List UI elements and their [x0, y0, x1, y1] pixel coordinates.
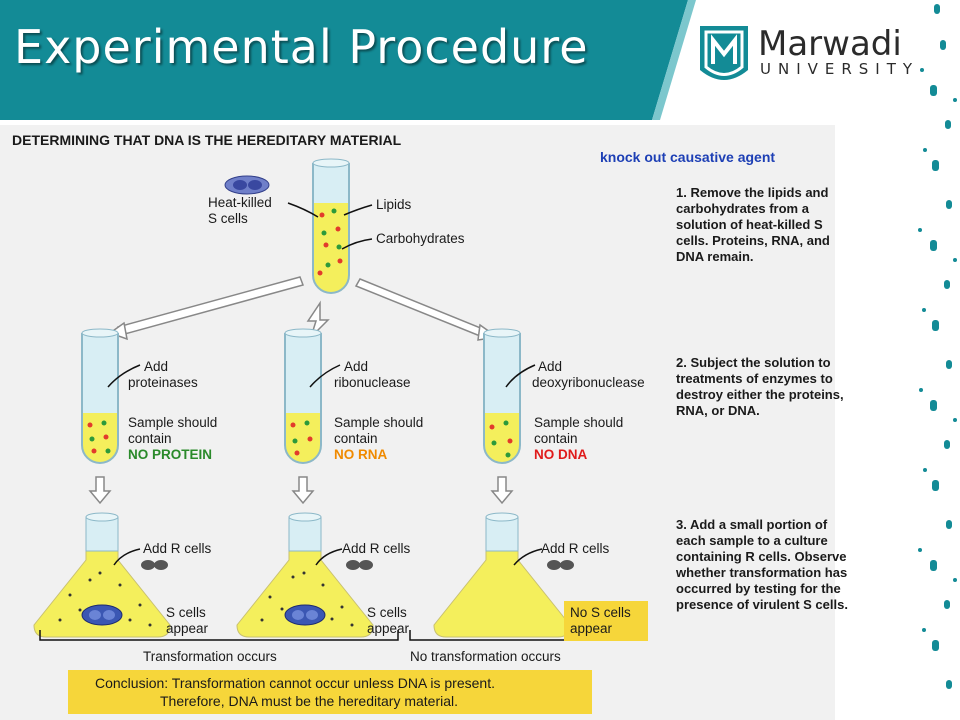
tube1-add: Add [144, 359, 169, 374]
slide-header: Experimental Procedure Marwadi UNIVERSIT… [0, 0, 960, 120]
flask2-add: Add R cells [342, 541, 411, 556]
flask1-appear: appear [166, 621, 209, 636]
conclusion-line-1: Conclusion: Transformation cannot occur … [95, 675, 495, 691]
step-3: 3. Add a small portion of each sample to… [676, 517, 848, 612]
down-arrows [88, 476, 514, 505]
note-text: knock out causative agent [600, 149, 776, 165]
experiment-figure: DETERMINING THAT DNA IS THE HEREDITARY M… [0, 125, 848, 720]
flask-3 [433, 512, 571, 638]
tube3-enzyme: deoxyribonuclease [532, 375, 645, 390]
figure-title: DETERMINING THAT DNA IS THE HEREDITARY M… [12, 132, 402, 148]
tube3-sample: Sample should [534, 415, 624, 430]
brand-subtitle: UNIVERSITY [760, 60, 920, 78]
tube1-sample: Sample should [128, 415, 218, 430]
top-test-tube [312, 158, 350, 294]
outcome-transformation: Transformation occurs [143, 649, 277, 664]
tube2-add: Add [344, 359, 369, 374]
flask3-appear: appear [570, 621, 613, 636]
tube1-contain: contain [128, 431, 172, 446]
title-banner [0, 0, 688, 120]
flask1-add: Add R cells [143, 541, 212, 556]
flask2-appear: appear [367, 621, 410, 636]
carbohydrates-label: Carbohydrates [376, 231, 465, 246]
flask3-add: Add R cells [541, 541, 610, 556]
tube3-result: NO DNA [534, 447, 588, 462]
step-2: 2. Subject the solution to treatments of… [676, 355, 844, 418]
tube-deoxyribonuclease [483, 328, 521, 464]
outcome-no-transformation: No transformation occurs [410, 649, 561, 664]
s-cells-label: S cells [208, 211, 248, 226]
conclusion-box [68, 670, 592, 714]
flask2-result: S cells [367, 605, 407, 620]
flask-1 [33, 512, 171, 638]
lipids-label: Lipids [376, 197, 412, 212]
tube3-contain: contain [534, 431, 578, 446]
r-cells-icons [141, 560, 574, 570]
tube2-contain: contain [334, 431, 378, 446]
heat-killed-label: Heat-killed [208, 195, 272, 210]
flask-2 [236, 512, 374, 638]
figure-drawing [33, 158, 611, 641]
flask3-result: No S cells [570, 605, 631, 620]
conclusion-line-2: Therefore, DNA must be the hereditary ma… [160, 693, 459, 709]
tube2-result: NO RNA [334, 447, 388, 462]
flask1-result: S cells [166, 605, 206, 620]
tube2-enzyme: ribonuclease [334, 375, 411, 390]
header-banner [0, 0, 696, 120]
tube-ribonuclease [284, 328, 322, 464]
university-logo [700, 26, 748, 80]
tube3-add: Add [538, 359, 563, 374]
slide-title: Experimental Procedure [14, 20, 589, 74]
tube1-result: NO PROTEIN [128, 447, 213, 462]
brand-name: Marwadi [758, 24, 902, 64]
tube2-sample: Sample should [334, 415, 424, 430]
tube1-enzyme: proteinases [128, 375, 198, 390]
tube-proteinases [81, 328, 119, 464]
step-1: 1. Remove the lipids and carbohydrates f… [676, 185, 830, 264]
no-s-cells-box [564, 601, 648, 641]
